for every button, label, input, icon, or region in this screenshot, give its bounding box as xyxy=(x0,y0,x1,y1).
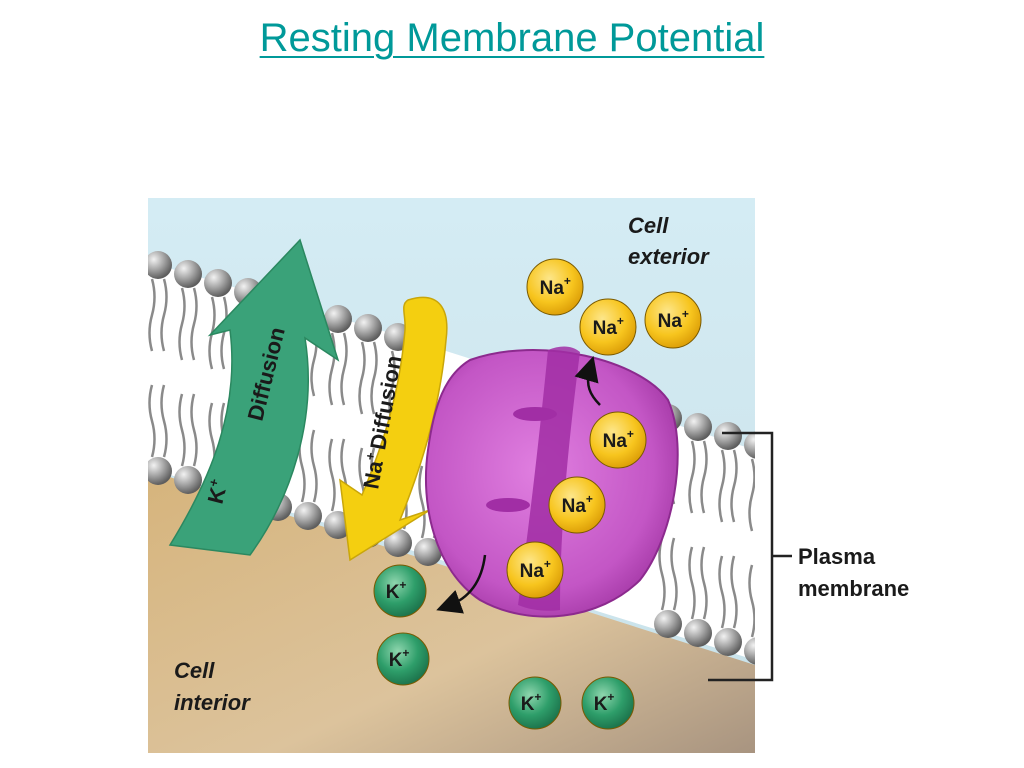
na-pump-out-arrow xyxy=(574,356,601,406)
k-pump-in-arrow xyxy=(436,554,487,614)
potassium-ion: K+ xyxy=(373,564,427,618)
sodium-ion-circle xyxy=(579,298,637,356)
lipid-head xyxy=(654,610,682,638)
potassium-ion-circle xyxy=(373,564,427,618)
lipid-head xyxy=(684,413,712,441)
potassium-ion-label: K+ xyxy=(594,690,615,715)
interior-label-line1: Cell xyxy=(174,658,215,683)
sodium-ion-label: Na+ xyxy=(562,492,593,517)
lipid-head xyxy=(384,529,412,557)
potassium-ion-label: K+ xyxy=(389,646,410,671)
lipid-head xyxy=(414,538,442,566)
interior-label-line2: interior xyxy=(174,690,251,715)
sodium-ion: Na+ xyxy=(526,258,584,316)
k-diffusion-ion: K xyxy=(203,485,231,507)
exterior-label-line2: exterior xyxy=(628,244,710,269)
sodium-ion-circle xyxy=(548,476,606,534)
sodium-ion: Na+ xyxy=(579,298,637,356)
lipid-head xyxy=(174,260,202,288)
na-diffusion-charge: + xyxy=(362,451,378,461)
sodium-ion: Na+ xyxy=(506,541,564,599)
lipid-head xyxy=(294,502,322,530)
sodium-ion-circle xyxy=(506,541,564,599)
lipid-head xyxy=(354,314,382,342)
sodium-ion-label: Na+ xyxy=(658,307,689,332)
exterior-label-line1: Cell xyxy=(628,213,669,238)
sodium-ion-label: Na+ xyxy=(603,427,634,452)
sodium-ion: Na+ xyxy=(548,476,606,534)
lipid-head xyxy=(714,422,742,450)
potassium-ion-circle xyxy=(581,676,635,730)
lipid-head xyxy=(744,637,755,665)
lipid-head xyxy=(174,466,202,494)
na-diffusion-ion: Na xyxy=(358,458,388,491)
lipid-head xyxy=(714,628,742,656)
k-diffusion-arrow: K+ Diffusion xyxy=(168,238,340,556)
lipid-head xyxy=(744,431,755,459)
lipid-head xyxy=(204,269,232,297)
membrane-label-line2: membrane xyxy=(798,576,909,601)
svg-text:K+: K+ xyxy=(202,477,233,506)
page-title: Resting Membrane Potential xyxy=(259,16,765,60)
potassium-ion-circle xyxy=(376,632,430,686)
sodium-ion-label: Na+ xyxy=(593,314,624,339)
potassium-ion: K+ xyxy=(508,676,562,730)
potassium-ion: K+ xyxy=(376,632,430,686)
sodium-ion-circle xyxy=(644,291,702,349)
membrane-label-line1: Plasma xyxy=(798,544,876,569)
sodium-ion: Na+ xyxy=(644,291,702,349)
sodium-ion-circle xyxy=(589,411,647,469)
potassium-ion: K+ xyxy=(581,676,635,730)
lipid-head xyxy=(684,619,712,647)
lipid-head xyxy=(148,251,172,279)
lipid-head xyxy=(324,305,352,333)
sodium-ion: Na+ xyxy=(589,411,647,469)
sodium-ion-label: Na+ xyxy=(520,557,551,582)
potassium-ion-label: K+ xyxy=(521,690,542,715)
potassium-ion-circle xyxy=(508,676,562,730)
sodium-ion-circle xyxy=(526,258,584,316)
potassium-ion-label: K+ xyxy=(386,578,407,603)
sodium-ion-label: Na+ xyxy=(540,274,571,299)
k-diffusion-charge: + xyxy=(205,477,221,488)
lipid-head xyxy=(148,457,172,485)
